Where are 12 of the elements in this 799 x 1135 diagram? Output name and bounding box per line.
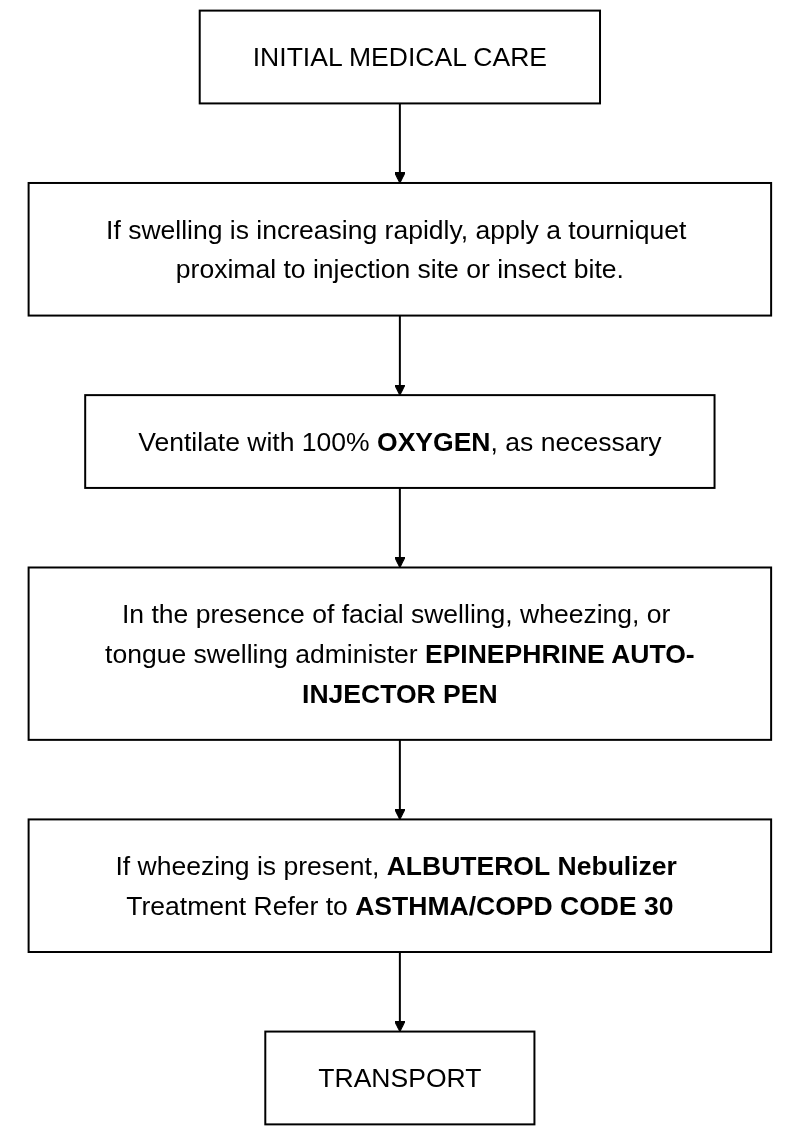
arrow: [393, 951, 406, 1033]
arrow: [393, 314, 406, 396]
arrow: [393, 738, 406, 820]
node-box: [83, 394, 716, 489]
node-box: [27, 566, 772, 741]
node-box: [263, 1030, 536, 1126]
arrow: [393, 102, 406, 184]
node-box: [198, 9, 601, 105]
node-box: [27, 818, 772, 953]
arrow: [393, 486, 406, 568]
flowchart: INITIAL MEDICAL CARE If swelling is increasing rapidly, apply a tourniquet proximal to injection site or insect bite. Ventilate with 100% OXYGEN, as necessary In the presence of facial swelling, wheezing, or tongue swelling administer EPINEPHRINE AUTO-INJECTOR PEN If wheezing is present, ALBUTEROL Nebulizer Treatment Refer to ASTHMA/COPD CODE 30 TRANSPORT: [17, 0, 782, 1135]
node-box: [27, 182, 772, 317]
